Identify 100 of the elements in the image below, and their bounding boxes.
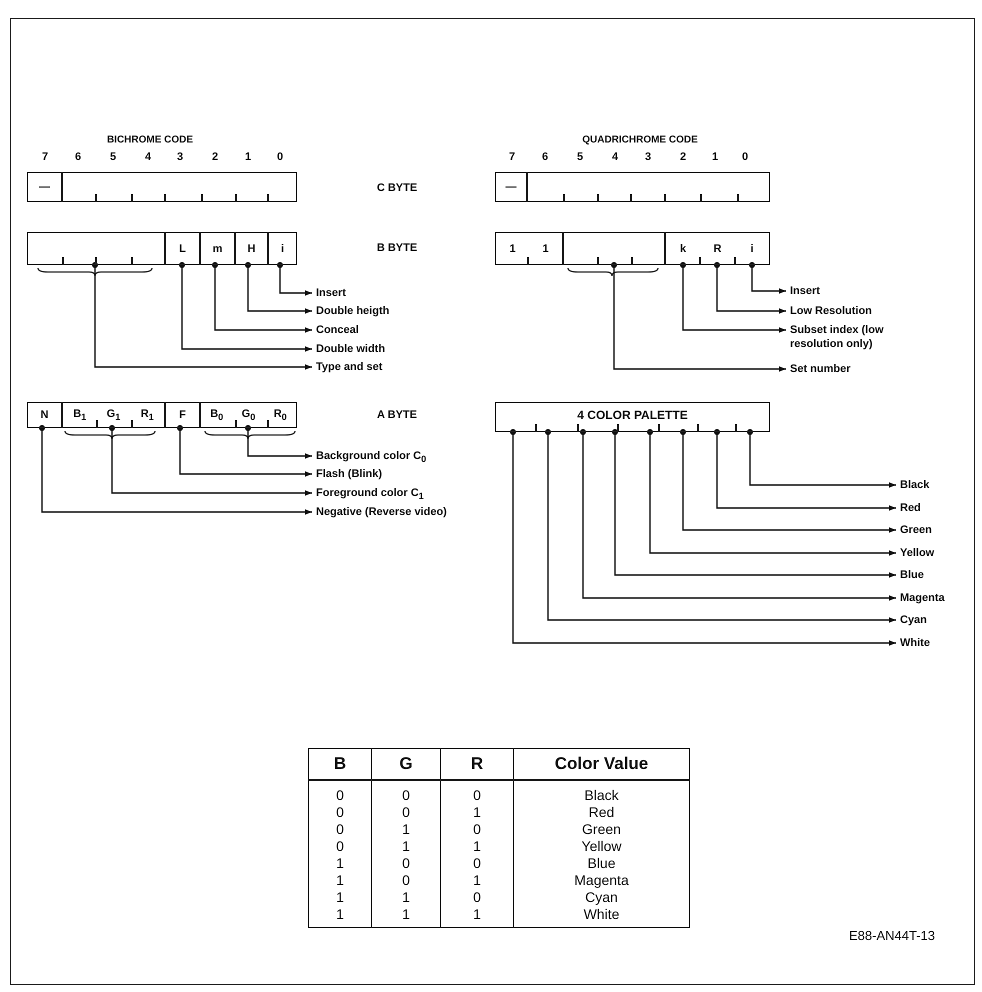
table-cell: 0 [440,889,514,906]
field-description: Magenta [900,591,945,605]
leader-arrow [92,262,312,370]
table-cell: Green [514,821,690,838]
bit-label: F [179,409,186,421]
leader-arrow [245,425,312,459]
table-header-cell: Color Value [514,748,690,780]
bit-label: B$_{1}$ [73,408,86,422]
code-title: QUADRICHROME CODE [582,134,698,146]
table-cell: Yellow [514,838,690,855]
field-description: Background color C$_{0}$ [316,449,426,466]
leader-arrow [212,262,312,333]
bit-label: m [212,242,222,254]
field-description: Foreground color C$_{1}$ [316,486,424,504]
register-cell [495,402,770,432]
leader-arrow [177,425,312,477]
table-cell: 0 [308,838,372,855]
bit-number: 5 [576,151,584,163]
table-cell: Red [514,804,690,821]
field-description: White [900,636,930,650]
register-cell [27,172,62,202]
table-cell: White [514,906,690,928]
table-cell: Cyan [514,889,690,906]
bit-number: 4 [144,151,152,163]
register-cell [495,232,563,265]
leader-arrow [545,429,896,623]
bit-label: R$_{0}$ [274,408,287,422]
bit-number: 6 [542,151,548,163]
table-cell: 0 [440,780,514,804]
bit-label: R [714,242,722,254]
bit-label: 1 [542,242,549,254]
table-cell: 0 [372,855,440,872]
table-cell: Magenta [514,872,690,889]
byte-label: C BYTE [376,182,418,194]
bit-number: 1 [244,151,252,163]
table-cell: 1 [372,821,440,838]
bit-label: G$_{1}$ [106,408,120,422]
bit-number: 1 [712,151,718,163]
bit-number: 2 [212,151,218,163]
field-description: Red [900,501,921,515]
field-description: Yellow [900,546,934,560]
field-description: Type and set [316,360,382,374]
register-cell [200,402,297,428]
table-cell: 1 [440,838,514,855]
leader-arrow [714,429,896,511]
table-cell: 0 [440,821,514,838]
leader-arrow [611,262,786,372]
register-field [527,172,770,202]
register-cell [200,232,235,265]
bit-label: G$_{0}$ [242,408,256,422]
register-cell [62,402,165,428]
table-cell: 0 [372,780,440,804]
register-cell [235,232,268,265]
table-cell: Black [514,780,690,804]
field-description: Double width [316,342,386,356]
bit-label: — [506,181,516,193]
table-cell: 0 [308,780,372,804]
leader-arrow [647,429,896,556]
bit-label: R$_{1}$ [140,408,154,422]
bit-label: — [39,181,50,193]
table-header-cell: B [308,748,372,780]
leader-arrow [109,425,312,496]
table-cell: 1 [308,889,372,906]
bit-number: 3 [644,151,652,163]
field-description: Cyan [900,613,927,627]
register-cell [165,402,200,428]
leader-arrow [510,429,896,646]
table-header-cell: R [440,748,514,780]
register-cell [735,232,770,265]
register-cell [268,232,297,265]
table-cell: 1 [372,906,440,928]
leader-arrow [612,429,896,578]
bit-number: 2 [680,151,686,163]
bit-label: N [40,409,48,421]
leader-arrow [680,262,786,333]
table-cell: 0 [372,872,440,889]
field-description: Green [900,523,932,537]
bit-number: 6 [74,151,82,163]
leader-arrow [179,262,312,352]
field-description: Low Resolution [790,304,872,318]
table-cell: 0 [372,804,440,821]
leader-arrow [580,429,896,601]
bit-number: 0 [276,151,284,163]
table-header-cell: G [372,748,440,780]
table-cell: 1 [308,872,372,889]
table-cell: 1 [440,906,514,928]
table-cell: 1 [440,872,514,889]
field-description: Conceal [316,323,359,337]
bit-label: H [248,242,256,254]
leader-arrow [245,262,312,314]
bit-label: i [280,242,284,254]
bit-label: B$_{0}$ [210,408,224,422]
code-title: BICHROME CODE [106,134,194,146]
field-description: Set number [790,362,851,376]
byte-label: A BYTE [377,409,417,421]
leader-arrow [714,262,786,314]
field-description: Blue [900,568,924,582]
bit-number: 3 [176,151,184,163]
leader-arrow [277,262,312,296]
bit-label: i [750,242,754,254]
